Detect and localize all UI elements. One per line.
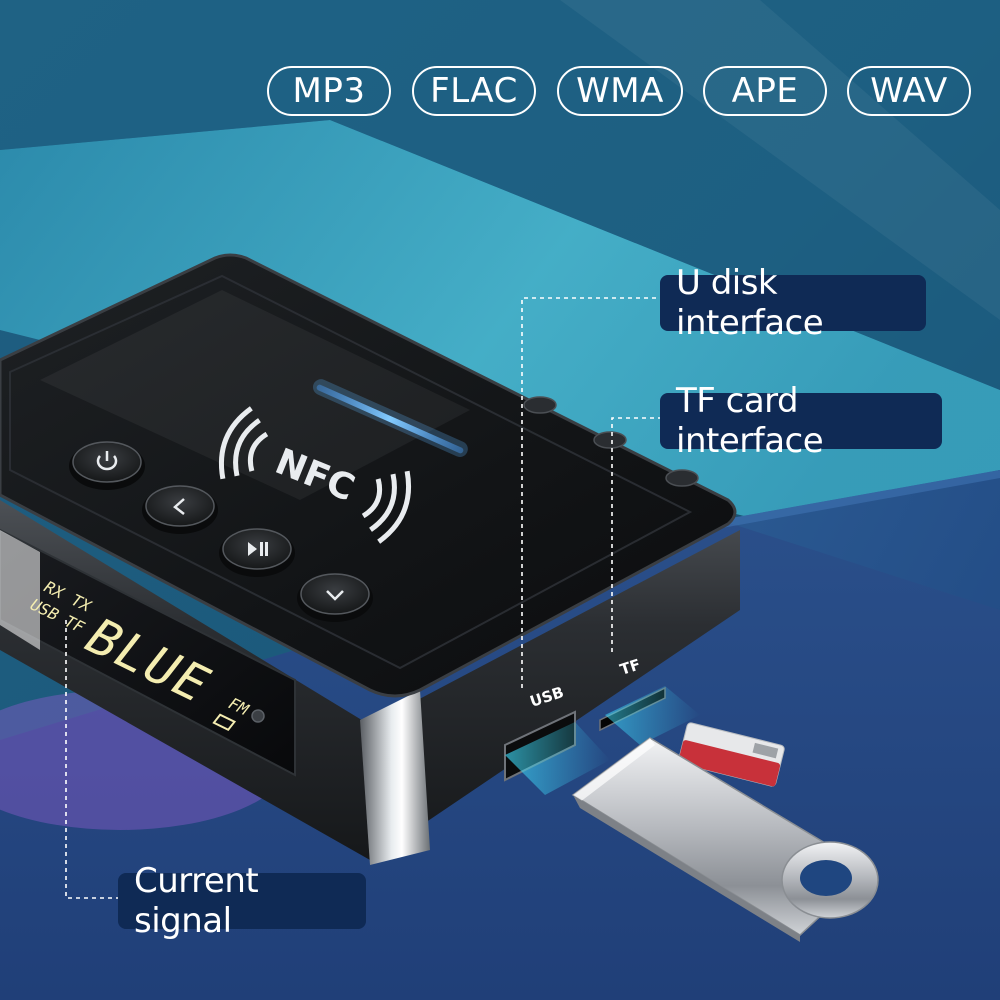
chevron-left-icon [173,498,185,515]
tf-port-label: TF [618,655,643,678]
callout-current-signal: Current signal [118,861,366,941]
status-led-bar [316,384,464,454]
format-badge-wma: WMA [557,66,683,116]
format-badge-mp3: MP3 [267,66,391,116]
device-top-inner-panel [9,274,693,670]
side-knob [523,396,557,414]
floor-edge-highlight [720,470,1000,528]
callout-tf-card-interface: TF card interface [660,381,942,461]
format-badge-ape: APE [703,66,827,116]
next-button[interactable] [297,573,373,622]
play-pause-icon [248,542,268,556]
side-knob [593,431,627,449]
callout-connectors [65,297,660,899]
lcd-tf: TF [60,612,89,636]
lcd-display [0,528,296,777]
status-led-glow [312,379,468,457]
ir-sensor-icon [251,709,265,723]
play-pause-button[interactable] [219,528,295,577]
device-top-reflection [40,290,470,500]
callout-u-disk-interface: U disk interface [660,263,926,343]
lcd-glare [0,530,40,650]
previous-button[interactable] [142,485,218,534]
device-chrome-corner [360,690,430,865]
chevron-down-icon [326,590,344,601]
battery-icon [212,713,237,732]
tf-insert-glow [605,686,700,745]
side-knob [665,469,699,487]
power-button[interactable] [69,441,145,490]
usb-insert-glow [505,722,610,795]
format-badge-flac: FLAC [412,66,536,116]
tf-card [678,722,785,787]
usb-flash-drive [571,737,879,942]
format-badge-wav: WAV [847,66,971,116]
upper-shelf [0,0,1000,390]
power-icon [96,451,118,471]
